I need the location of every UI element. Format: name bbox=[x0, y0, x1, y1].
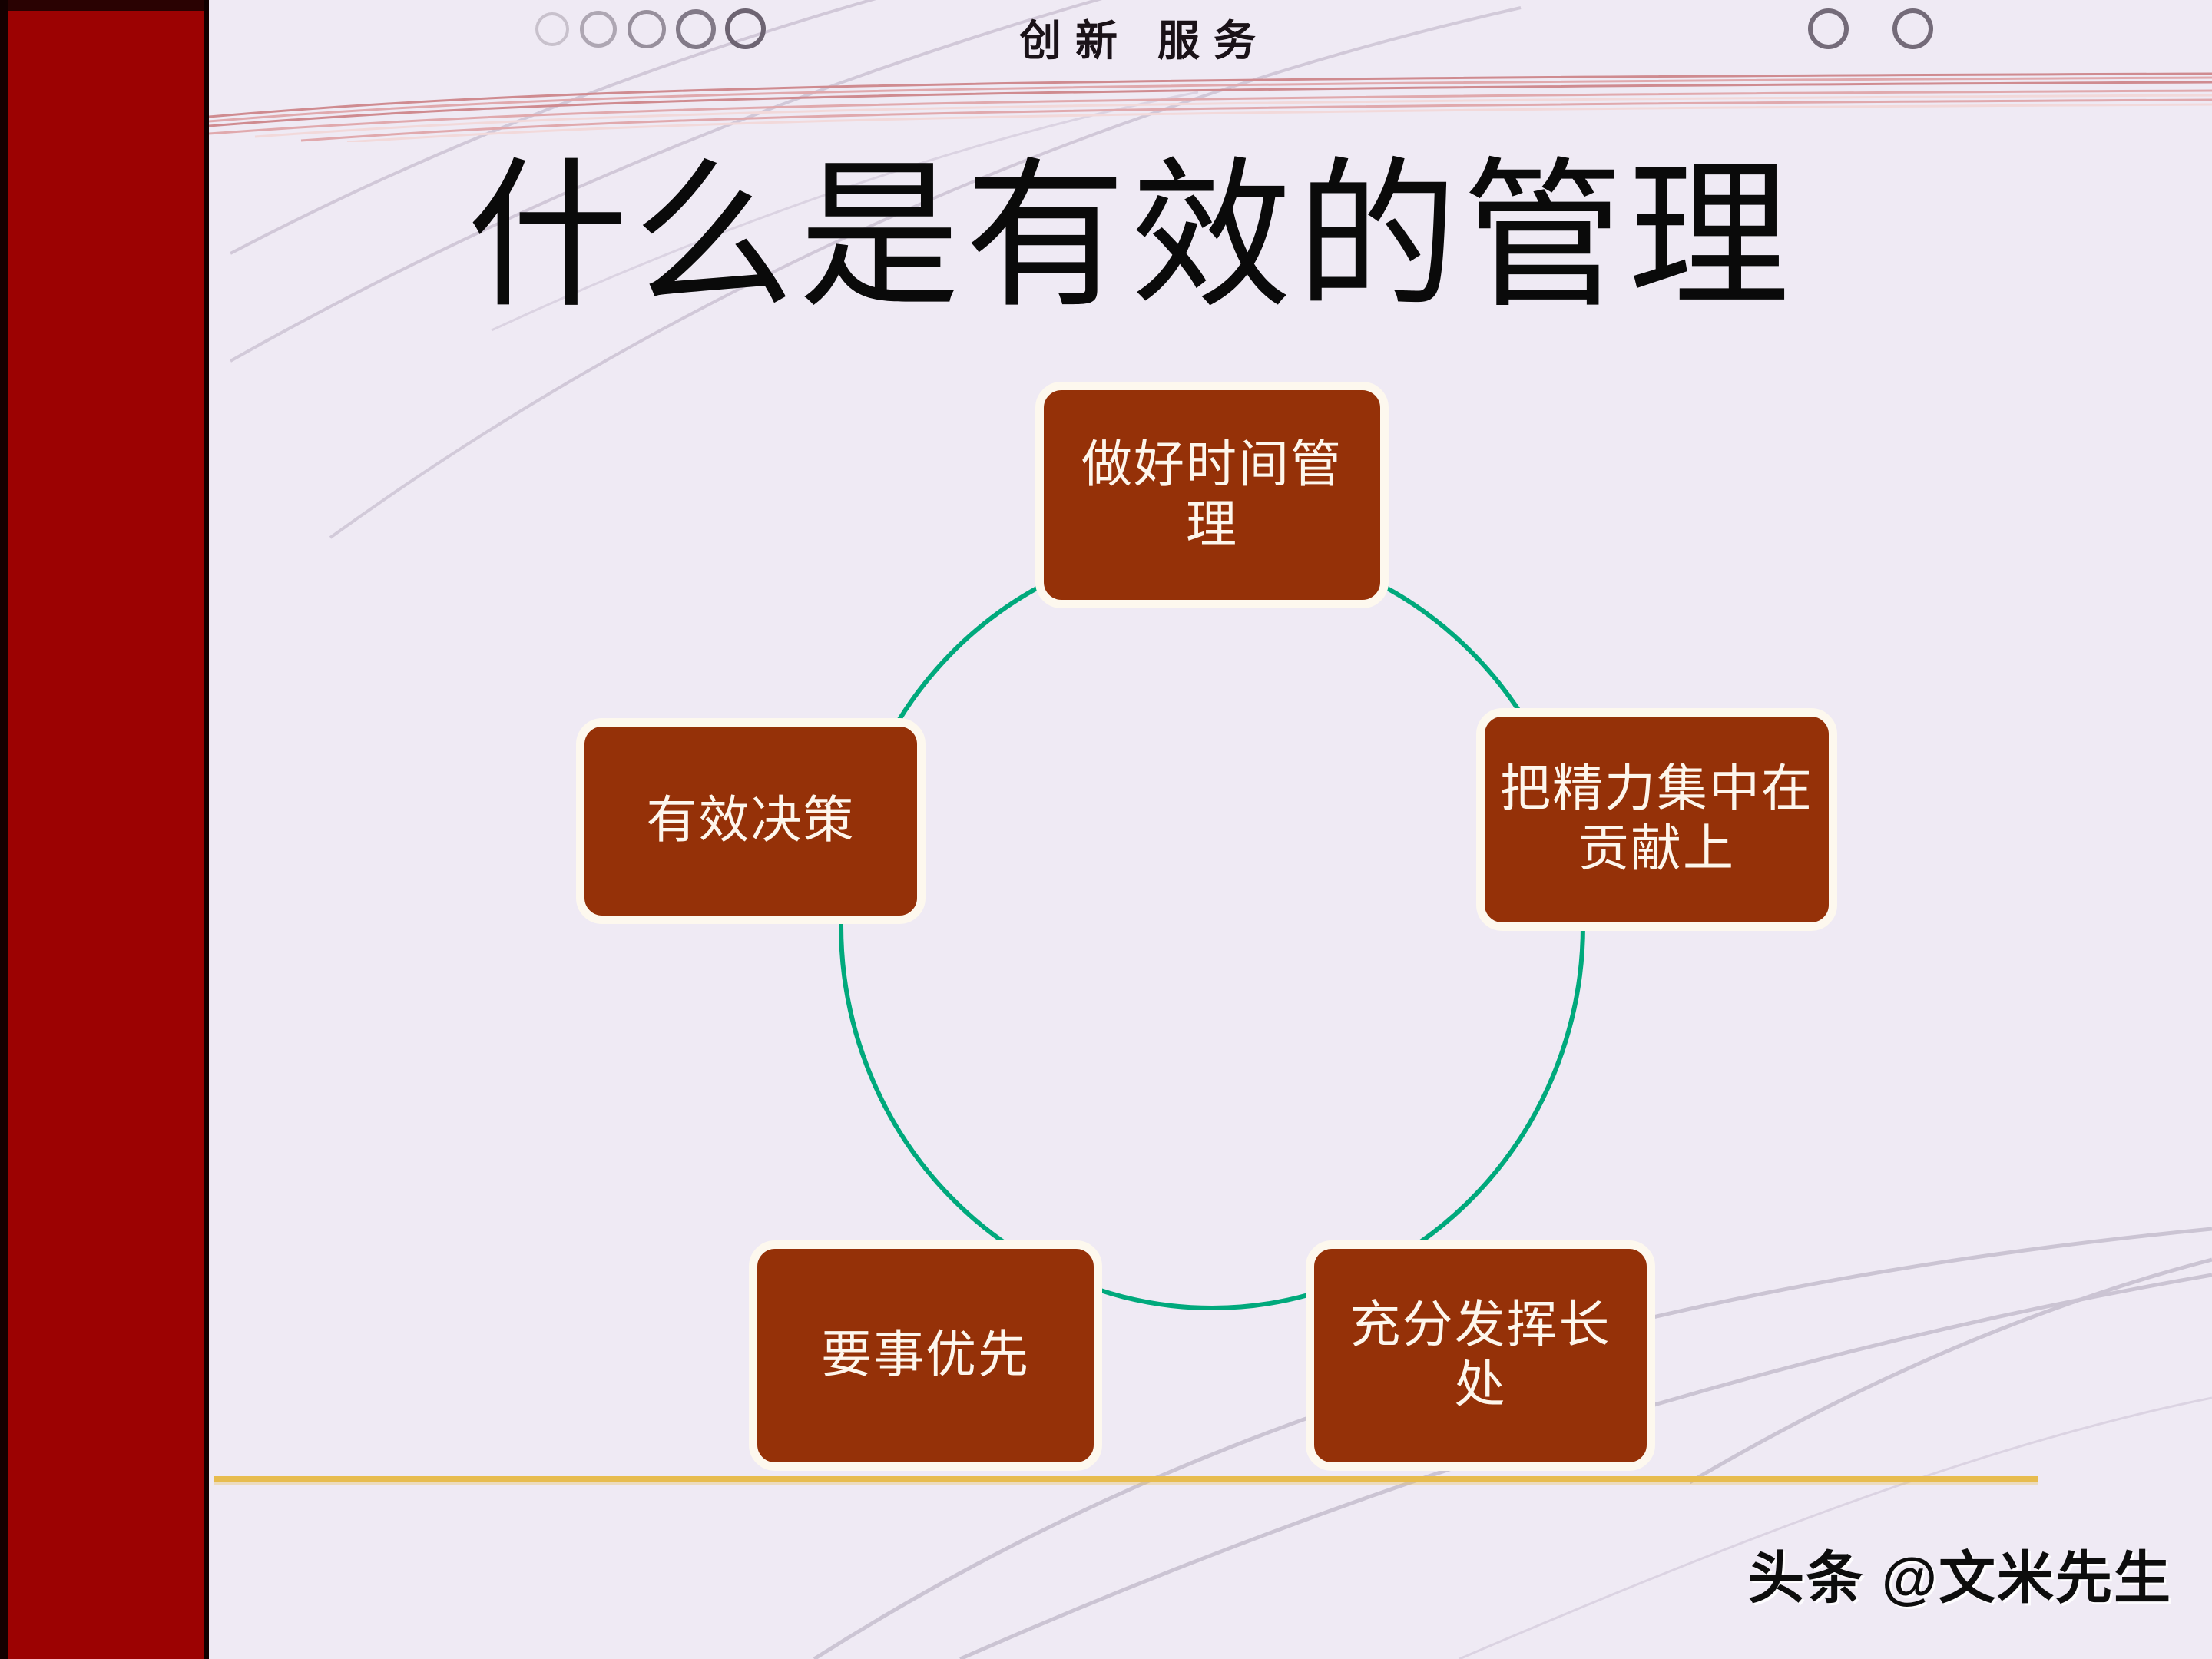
cycle-node-time[interactable]: 做好时间管理 bbox=[1035, 382, 1389, 608]
cycle-node-decision[interactable]: 有效决策 bbox=[576, 718, 926, 924]
ring-circle-icon bbox=[1892, 8, 1933, 49]
cycle-node-strength[interactable]: 充分发挥长处 bbox=[1306, 1240, 1655, 1471]
footer-gold-rule-shadow bbox=[214, 1482, 2038, 1485]
cycle-node-label: 充分发挥长处 bbox=[1349, 1297, 1611, 1413]
ring-circle-icon bbox=[1808, 8, 1849, 49]
cycle-node-label: 要事优先 bbox=[821, 1327, 1030, 1384]
footer-gold-rule bbox=[214, 1476, 2038, 1482]
cycle-node-priority[interactable]: 要事优先 bbox=[749, 1240, 1102, 1471]
sidebar-top-cap bbox=[8, 0, 204, 11]
cycle-node-label: 有效决策 bbox=[646, 793, 856, 849]
cycle-node-label: 把精力集中在贡献上 bbox=[1500, 761, 1813, 877]
page-title: 什么是有效的管理 bbox=[466, 149, 1794, 327]
watermark-text: 头条 @文米先生 bbox=[1747, 1546, 2172, 1610]
cycle-node-contribution[interactable]: 把精力集中在贡献上 bbox=[1476, 708, 1837, 931]
cycle-node-label: 做好时间管理 bbox=[1081, 436, 1343, 553]
left-red-sidebar bbox=[0, 0, 209, 1659]
